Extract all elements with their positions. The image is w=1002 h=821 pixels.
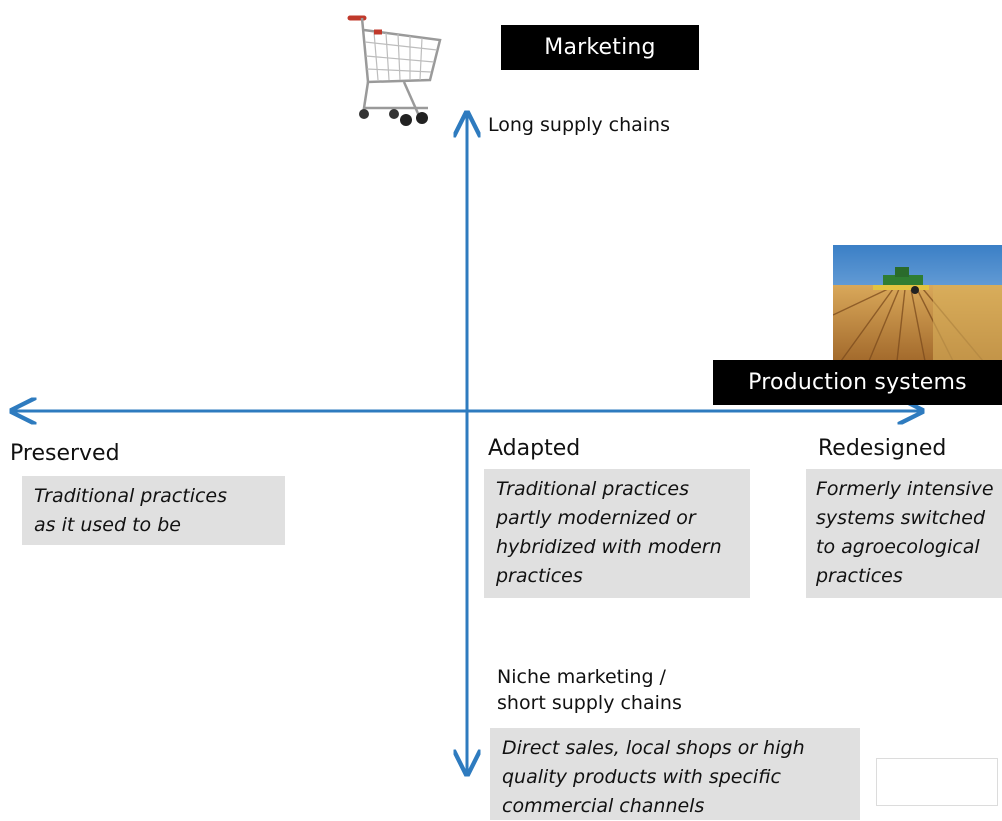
category-title-preserved: Preserved bbox=[10, 441, 120, 466]
category-line: partly modernized or bbox=[496, 507, 696, 529]
category-title-adapted: Adapted bbox=[488, 436, 581, 461]
category-line: as it used to be bbox=[34, 514, 181, 536]
category-box-adapted: Traditional practices partly modernized … bbox=[484, 469, 750, 598]
short-supply-line: Direct sales, local shops or high bbox=[502, 737, 805, 759]
short-supply-chains-box: Direct sales, local shops or high qualit… bbox=[490, 728, 860, 820]
category-line: Traditional practices bbox=[496, 478, 690, 500]
short-supply-line: quality products with specific bbox=[502, 766, 781, 788]
niche-marketing-line: short supply chains bbox=[497, 692, 682, 714]
category-line: practices bbox=[816, 565, 903, 587]
niche-marketing-label: Niche marketing / short supply chains bbox=[497, 664, 682, 716]
marketing-title: Marketing bbox=[501, 25, 699, 70]
category-box-redesigned: Formerly intensive systems switched to a… bbox=[806, 469, 1002, 598]
category-line: systems switched bbox=[816, 507, 986, 529]
production-systems-title: Production systems bbox=[713, 360, 1002, 405]
niche-marketing-line: Niche marketing / bbox=[497, 666, 666, 688]
shopping-cart-icon bbox=[347, 15, 442, 126]
short-supply-line: commercial channels bbox=[502, 795, 705, 817]
category-line: Traditional practices bbox=[34, 485, 228, 507]
category-line: Formerly intensive bbox=[816, 478, 994, 500]
category-box-preserved: Traditional practices as it used to be bbox=[22, 476, 285, 545]
category-line: practices bbox=[496, 565, 583, 587]
category-title-redesigned: Redesigned bbox=[818, 436, 947, 461]
long-supply-chains-label: Long supply chains bbox=[488, 114, 670, 136]
wheat-field-harvester-photo bbox=[833, 245, 1002, 361]
empty-placeholder-box bbox=[876, 758, 998, 806]
category-line: to agroecological bbox=[816, 536, 980, 558]
category-line: hybridized with modern bbox=[496, 536, 722, 558]
